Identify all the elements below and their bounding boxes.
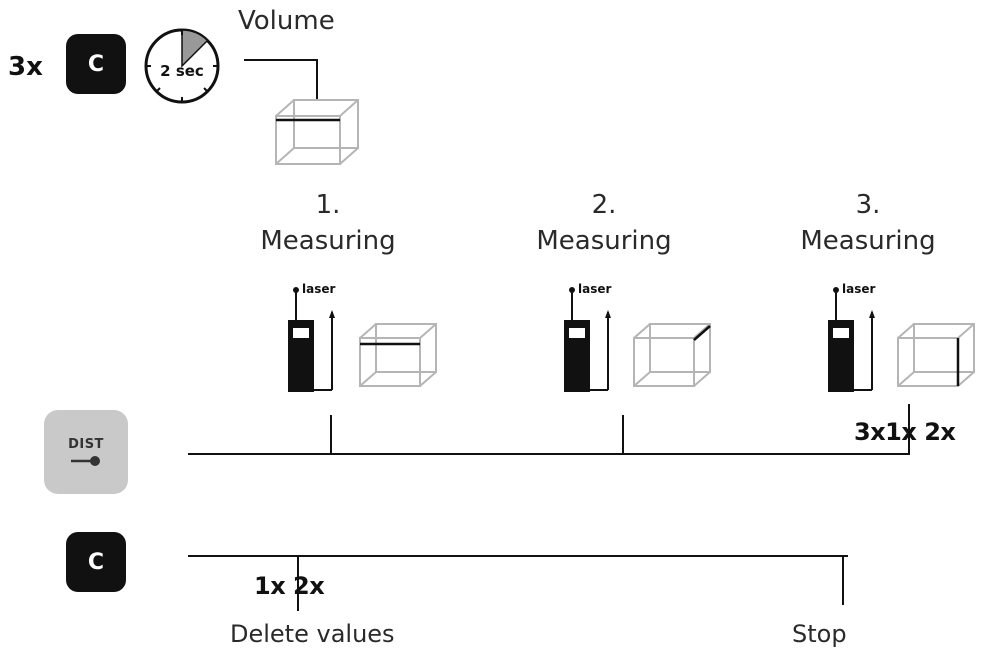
- step-1-title: Measuring: [260, 226, 396, 256]
- clear-timeline: [188, 555, 848, 557]
- step-1-number: 1.: [315, 190, 341, 220]
- volume-connector-v: [316, 59, 318, 99]
- dist-press-label: 3x1x 2x: [854, 418, 956, 446]
- dist-key-label: DIST: [68, 436, 104, 452]
- step-3-laser-label: laser: [842, 282, 876, 296]
- clear-press-label: 1x 2x: [254, 572, 325, 600]
- step-2-cube-icon: [630, 318, 714, 392]
- dist-tick-2: [622, 415, 624, 455]
- clear-tick-delete: [297, 555, 299, 611]
- dist-tick-3: [908, 404, 910, 455]
- step-2-number: 2.: [591, 190, 617, 220]
- delete-values-label: Delete values: [230, 620, 395, 648]
- step-1-laser-label: laser: [302, 282, 336, 296]
- stop-label: Stop: [792, 620, 847, 648]
- dist-timeline: [188, 453, 910, 455]
- step-3-cube-icon: [894, 318, 978, 392]
- clear-tick-stop: [842, 555, 844, 605]
- volume-connector-h: [244, 59, 318, 61]
- step-3-number: 3.: [855, 190, 881, 220]
- step-2-title: Measuring: [536, 226, 672, 256]
- clear-key-top[interactable]: C: [66, 34, 126, 94]
- step-3-laser-device-icon: [824, 282, 900, 394]
- volume-label: Volume: [238, 6, 335, 36]
- timer-label: 2 sec: [160, 62, 204, 80]
- repeat-count-label: 3x: [8, 52, 43, 82]
- dist-key[interactable]: DIST: [44, 410, 128, 494]
- step-2-laser-label: laser: [578, 282, 612, 296]
- volume-cube-icon: [268, 92, 368, 172]
- step-1-cube-icon: [356, 318, 440, 392]
- clear-key-top-label: C: [87, 51, 105, 77]
- dist-marker-icon: [71, 455, 100, 466]
- dist-tick-1: [330, 415, 332, 455]
- step-3-title: Measuring: [800, 226, 936, 256]
- clear-key-bottom-label: C: [87, 549, 105, 575]
- timer-icon: [142, 26, 222, 106]
- clear-key-bottom[interactable]: C: [66, 532, 126, 592]
- step-1-laser-device-icon: [284, 282, 360, 394]
- step-2-laser-device-icon: [560, 282, 636, 394]
